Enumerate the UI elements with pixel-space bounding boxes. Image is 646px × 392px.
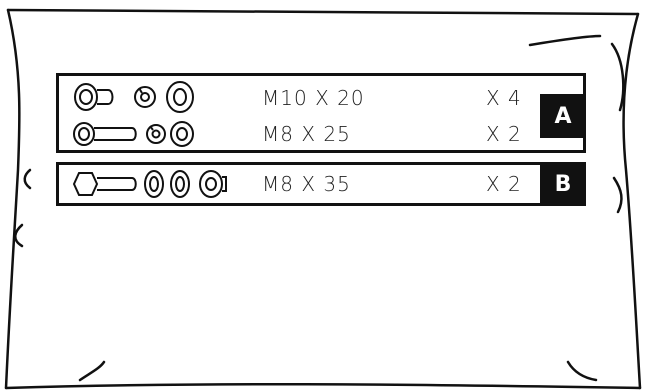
flat-washer-icon: [166, 81, 194, 113]
row-a1-icons: [74, 81, 194, 113]
row-a2-spec: M8 X 25: [262, 122, 351, 146]
long-bolt-icon: [73, 122, 137, 146]
group-a-label: A: [540, 94, 586, 138]
hex-bolt-icon: [72, 172, 137, 196]
nut-icon: [199, 170, 227, 198]
flat-washer-icon: [170, 170, 190, 198]
spring-washer-icon: [146, 124, 166, 144]
row-b1-spec: M8 X 35: [262, 172, 351, 196]
row-a2-icons: [73, 121, 194, 147]
flat-washer-icon: [144, 170, 164, 198]
row-a1-qty: X 4: [486, 86, 522, 110]
socket-cap-bolt-icon: [74, 83, 114, 111]
row-a2-qty: X 2: [486, 122, 522, 146]
flat-washer-icon: [170, 121, 194, 147]
row-b1-qty: X 2: [486, 172, 522, 196]
row-b1-icons: [72, 170, 227, 198]
spring-washer-icon: [134, 86, 156, 108]
group-b-label: B: [540, 163, 586, 205]
row-a1-spec: M10 X 20: [262, 86, 365, 110]
